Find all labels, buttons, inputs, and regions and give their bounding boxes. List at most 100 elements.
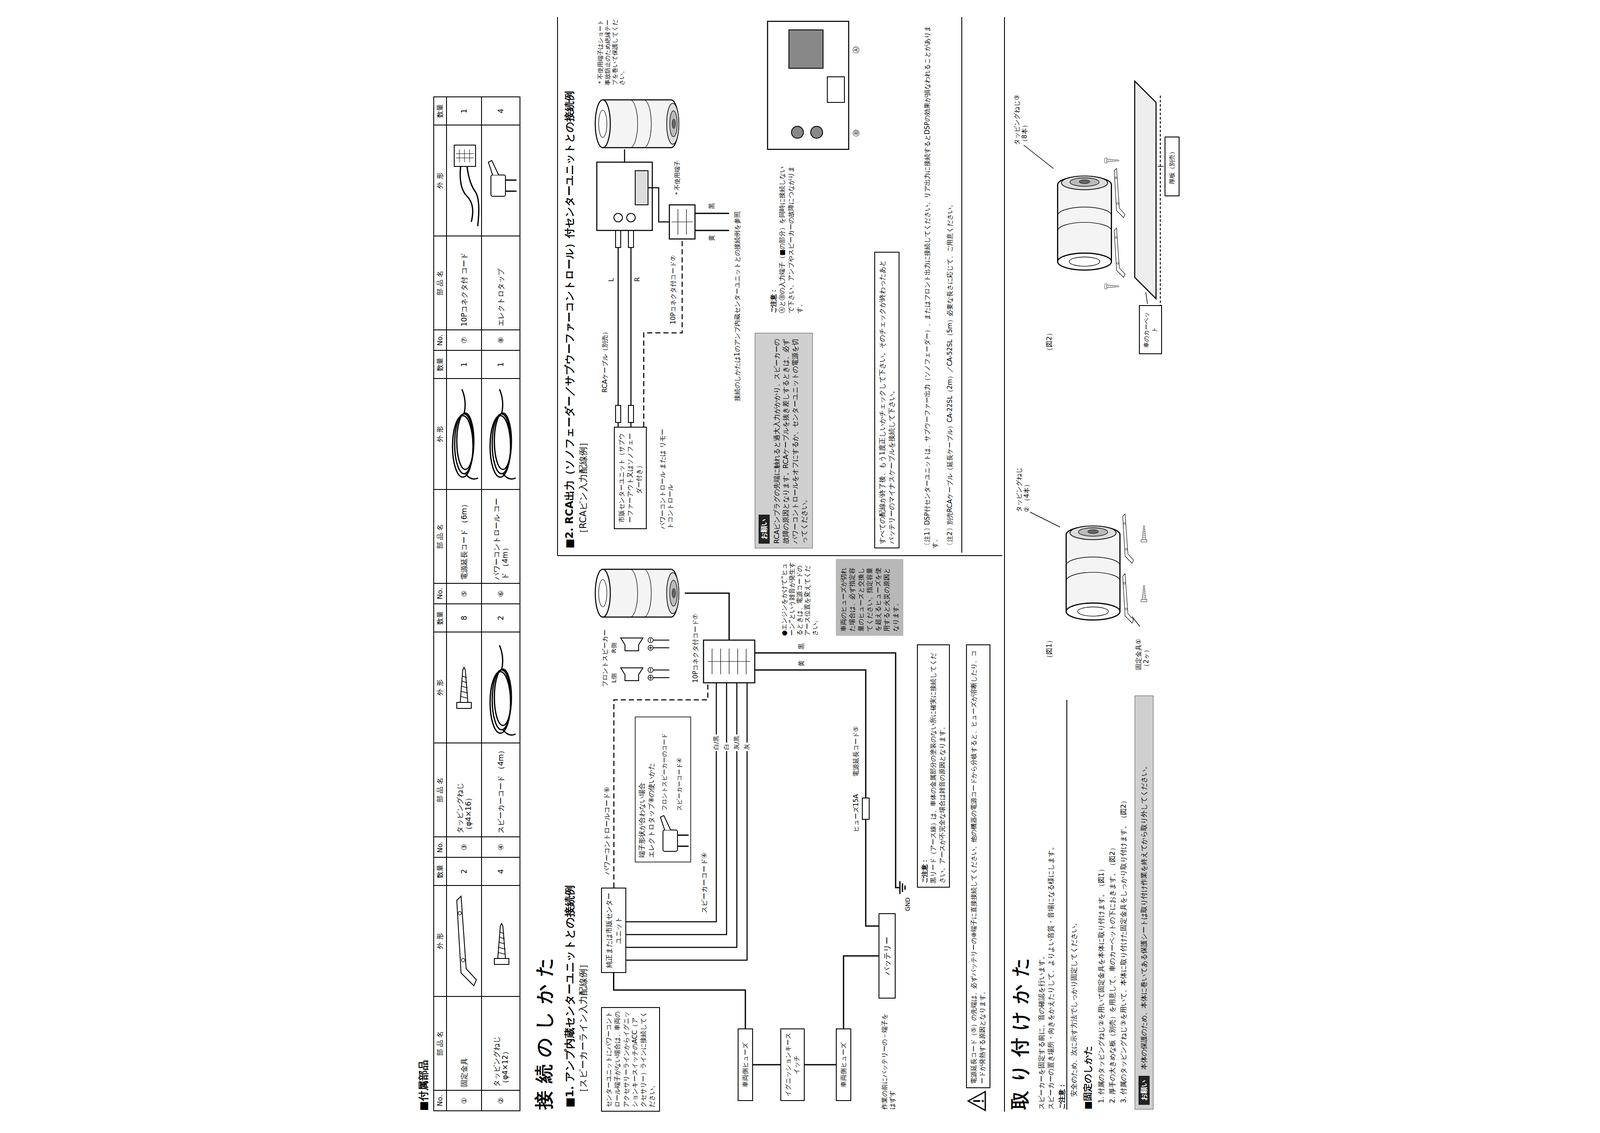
cord-label: スピーカーコード④ (700, 852, 709, 914)
table-header: No. (433, 583, 447, 605)
note-text: 接続のしかたは1のアンプ内蔵センターユニットとの接続例を参照 (733, 211, 742, 402)
wiring-section-1 (754, 653, 906, 895)
table-header: No. (433, 329, 447, 351)
inset-title: エレクトロタップ⑧の使いかた (647, 763, 656, 859)
table-header: 部 品 名 (433, 236, 447, 330)
terminal-label: ＊不使用端子 (673, 160, 681, 197)
fuse-box: 車両側ヒューズ (835, 1028, 852, 1102)
wiring-section-2 (615, 405, 621, 423)
table-cell: 2 (446, 857, 482, 886)
wiring-section-1 (707, 648, 751, 675)
section-rules (557, 17, 1067, 1113)
part-pictures (456, 896, 477, 987)
box-heading: お願い (1138, 1076, 1150, 1106)
table-header: 部 品 名 (433, 996, 447, 1091)
figure-1 (1141, 585, 1148, 602)
section-heading: 接続のしかた (532, 950, 556, 1110)
table-cell: ① (446, 1090, 482, 1112)
figure-2 (1104, 283, 1120, 290)
figure-2 (1057, 175, 1112, 271)
body-text: スピーカーの置き場所・向きをかえたりして、よりよい音質・音場になる様にします。 (1046, 843, 1055, 1110)
wiring-section-1 (648, 638, 653, 680)
figure-2 (1023, 145, 1164, 304)
channel-label: L側 (610, 673, 618, 684)
table-header: 数量 (433, 857, 447, 886)
wiring-section-2 (626, 213, 636, 222)
ignition-switch-box: イグニッションキースイッチ (780, 1028, 805, 1102)
channel-label: R (633, 277, 642, 282)
box-text: 厚板（別売） (1167, 140, 1177, 193)
wiring-section-1 (635, 717, 691, 863)
wire-color: 黒 (707, 202, 716, 210)
wire-color: 灰 (743, 742, 751, 752)
table-cell: 電源延長コード （6m） (446, 489, 482, 584)
wiring-section-1 (622, 683, 748, 961)
table-cell: スピーカーコード （4m） (481, 743, 520, 838)
wiring-section-1 (613, 593, 986, 1111)
section-title: ■付属部品 (417, 1060, 430, 1112)
parts-table (433, 96, 520, 1112)
table-header: 部 品 名 (433, 489, 447, 584)
figure-1 (1122, 574, 1134, 624)
section-rules (557, 17, 1067, 1113)
request-box: お願い本体の保護のため、本体に巻いてある保護シートは取り付け作業を終えてから取り… (1134, 695, 1154, 1110)
table-cell: ⑤ (446, 583, 482, 605)
ground-label: GND (904, 897, 912, 912)
parts-table (433, 96, 520, 1112)
figure-1 (1030, 512, 1140, 627)
table-cell: 10Pコネクタ付 コード (446, 236, 482, 330)
wire-connector (753, 1064, 781, 1066)
table-cell: 固定金具 (446, 996, 482, 1091)
table-header: 外 形 (433, 885, 447, 997)
part-callout: タッピングねじ② （4本） (1015, 465, 1031, 513)
cord-label: スピーカーコード④ (675, 725, 684, 812)
box-text: 黒リード（アース線）は、車体の金属部分の塗装のない所に確実に接続してください。ア… (928, 648, 947, 884)
table-cell: タッピングねじ （φ4×16） (446, 743, 482, 838)
channel-label: R側 (610, 642, 618, 654)
table-cell: ⑥ (481, 583, 520, 605)
figure-2 (1134, 81, 1157, 299)
table-cell: エレクトロタップ (481, 236, 520, 330)
wiring-section-2 (618, 230, 631, 427)
wiring-section-2 (628, 405, 634, 423)
fuse-label: ヒューズ15A (852, 794, 860, 833)
wiring-section-1 (754, 670, 879, 927)
wiring-section-2 (635, 170, 649, 205)
cord-label: 10Pコネクタ付コード⑦ (669, 255, 678, 325)
wire-color: 黄 (707, 234, 716, 242)
part-pictures (452, 389, 479, 479)
subsection-heading: ■1. アンプ内蔵センターユニットとの接続例 (563, 885, 577, 1108)
channel-label: L (607, 278, 616, 282)
figure-1 (1122, 514, 1134, 564)
wiring-section-2 (827, 76, 845, 103)
box-text: 車両のヒューズが切れた場合は、必ず指定容量のヒューズと交換してください。指定容量… (839, 563, 900, 632)
wiring-section-2 (791, 126, 804, 139)
table-cell: ② (481, 1090, 520, 1112)
box-text: 車両側ヒューズ (741, 1033, 750, 1098)
wiring-section-1 (981, 1100, 984, 1103)
table-cell: 4 (481, 857, 520, 886)
table-cell: 1 (481, 350, 520, 379)
footnote: 〔注1〕DSP付センターユニットは、サブウーファー出力（ソノフェーダー）、または… (923, 19, 939, 549)
wiring-section-2 (767, 21, 849, 150)
table-header: 数量 (433, 604, 447, 633)
wiring-section-1 (973, 1100, 981, 1103)
subwoofer-drawing (595, 569, 679, 618)
table-cell: ⑦ (446, 329, 482, 351)
request-box: お願いRCAピンプラグの先端に触れると過大入力がかかり、スピーカーの故障の原因と… (754, 332, 813, 549)
table-header: No. (433, 837, 447, 858)
wire-connector (804, 1064, 836, 1066)
box-text: 電源延長コード（⑤）の先端は、必ずバッテリーの⊕端子に直接接続してください。他の… (969, 648, 987, 1085)
part-pictures (456, 667, 472, 709)
table-cell: パワーコントロール コード （4m） (481, 489, 520, 584)
wire-color: 黒 (797, 643, 806, 650)
figure-2 (1057, 175, 1112, 271)
part-label-box: 厚板（別売） (1164, 136, 1180, 197)
cable-label: RCAケーブル（別売） (601, 328, 609, 393)
wiring-section-1 (613, 683, 708, 888)
cord-label: 10Pコネクタ付コード⑦ (691, 613, 700, 684)
wiring-section-1 (660, 815, 689, 852)
table-header: 外 形 (433, 378, 447, 490)
wire-color: 白/黒 (712, 734, 720, 752)
wiring-section-1 (703, 640, 755, 684)
